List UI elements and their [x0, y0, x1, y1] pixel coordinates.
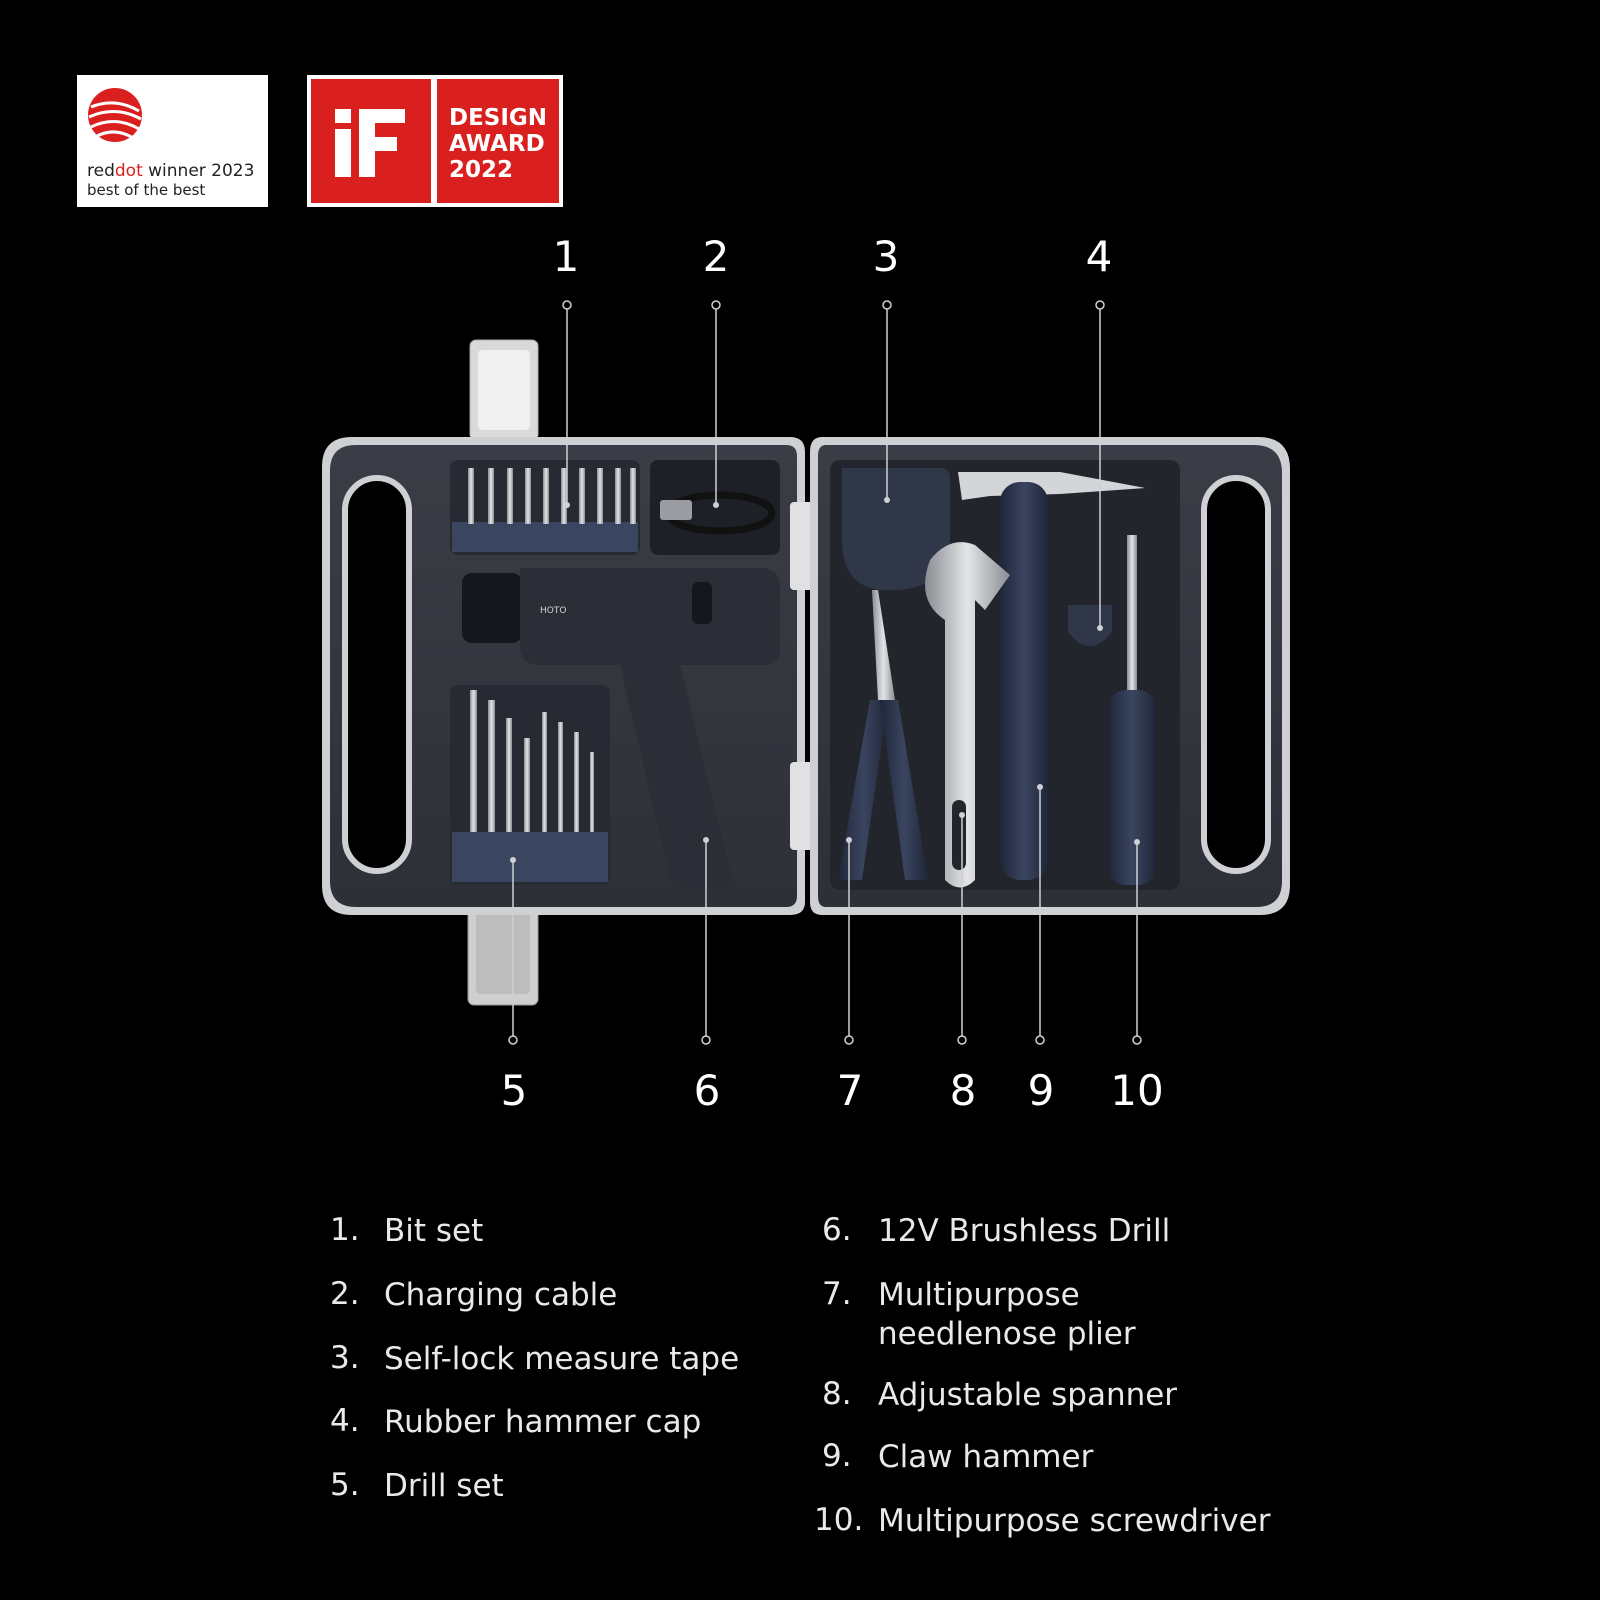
case-latch-bottom	[467, 899, 539, 1006]
legend-label: Adjustable spanner	[878, 1377, 1178, 1413]
legend-number: 5.	[330, 1467, 360, 1503]
if-design-award-badge: DESIGN AWARD 2022	[307, 75, 563, 207]
if-award-line3: 2022	[449, 157, 514, 183]
case-right-half	[810, 437, 1290, 915]
legend-label: Rubber hammer cap	[384, 1404, 702, 1440]
reddot-logo-icon	[88, 88, 142, 142]
legend-number: 3.	[330, 1340, 360, 1376]
legend-number: 1.	[330, 1212, 360, 1248]
if-logo-icon	[335, 109, 405, 177]
legend-number: 4.	[330, 1403, 360, 1439]
legend-label: Drill set	[384, 1468, 504, 1504]
callout-leader-lines	[512, 305, 1138, 1040]
legend-number: 6.	[822, 1212, 852, 1248]
legend-label: Self-lock measure tape	[384, 1341, 740, 1377]
case-latch-top	[469, 339, 539, 441]
legend-label: Multipurpose screwdriver	[878, 1503, 1271, 1539]
callout-endpoint-dots	[508, 300, 1142, 1045]
legend-number: 7.	[822, 1276, 852, 1312]
multipurpose-screwdriver	[1108, 535, 1156, 885]
callout-number-3: 3	[872, 232, 900, 281]
if-logo	[311, 79, 431, 203]
reddot-winner-text: reddot winner 2023	[87, 161, 255, 181]
brushless-drill: HOTO	[462, 568, 780, 888]
callout-number-8: 8	[949, 1066, 977, 1115]
callout-number-6: 6	[693, 1066, 721, 1115]
if-award-line1: DESIGN	[449, 105, 548, 131]
reddot-badge: reddot winner 2023 best of the best	[77, 75, 268, 207]
legend-label: Multipurpose needlenose plier	[878, 1277, 1136, 1352]
legend-number: 10.	[814, 1502, 864, 1538]
callout-number-1: 1	[552, 232, 580, 281]
callout-number-5: 5	[500, 1066, 528, 1115]
needlenose-plier	[838, 590, 928, 880]
case-left-half: HOTO	[322, 437, 805, 915]
legend-number: 9.	[822, 1438, 852, 1474]
case-handle-slot-left	[342, 475, 412, 874]
rubber-hammer-cap	[1068, 605, 1112, 646]
legend-label: 12V Brushless Drill	[878, 1213, 1171, 1249]
callout-number-10: 10	[1110, 1066, 1164, 1115]
callout-number-4: 4	[1085, 232, 1113, 281]
legend-label: Charging cable	[384, 1277, 618, 1313]
if-award-line2: AWARD	[449, 131, 545, 157]
if-award-text: DESIGN AWARD 2022	[437, 79, 559, 203]
legend-label: Bit set	[384, 1213, 484, 1249]
callout-number-9: 9	[1027, 1066, 1055, 1115]
claw-hammer	[958, 472, 1145, 880]
legend-label: Claw hammer	[878, 1439, 1094, 1475]
legend-number: 8.	[822, 1376, 852, 1412]
reddot-best-of-best-text: best of the best	[87, 181, 206, 199]
drill-brand-text: HOTO	[540, 606, 566, 616]
measure-tape	[842, 468, 950, 590]
case-handle-slot-right	[1201, 475, 1271, 874]
callout-number-7: 7	[836, 1066, 864, 1115]
callout-number-2: 2	[702, 232, 730, 281]
legend-number: 2.	[330, 1276, 360, 1312]
